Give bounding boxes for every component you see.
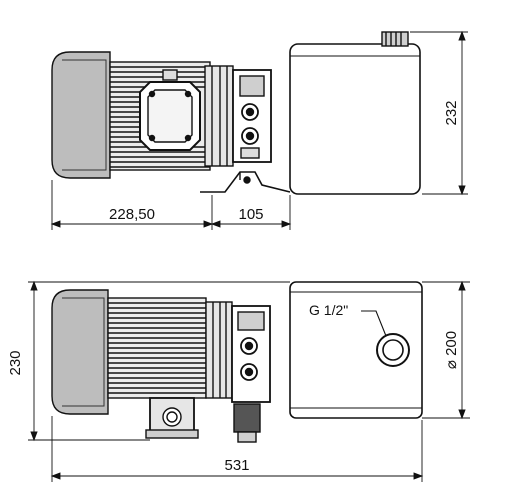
dim-front-height: 230 — [7, 350, 24, 375]
front-view — [51, 281, 423, 443]
top-tank — [289, 31, 421, 195]
port-label: G 1/2" — [309, 302, 348, 318]
top-cable-gland — [162, 69, 178, 81]
dim-mount-length: 105 — [238, 206, 263, 223]
top-motor-endcap — [51, 51, 111, 179]
dim-tank-diameter: ⌀ 200 — [443, 331, 460, 369]
top-valve-block — [232, 69, 272, 163]
front-tank — [289, 281, 423, 419]
front-valve-block — [231, 305, 271, 403]
dim-total-length: 531 — [224, 457, 249, 474]
front-terminal-box — [145, 397, 199, 439]
front-motor-body — [107, 297, 207, 399]
dim-top-height: 232 — [443, 100, 460, 125]
top-flange — [204, 65, 234, 167]
top-mounting-feet — [200, 171, 291, 193]
dim-motor-length: 228,50 — [109, 206, 155, 223]
top-dimensions — [50, 30, 468, 230]
front-dimensions — [28, 280, 470, 482]
top-terminal-box — [139, 81, 201, 151]
front-flange — [205, 301, 233, 399]
front-motor-endcap — [51, 289, 109, 415]
top-view — [51, 31, 421, 195]
port-leader-line — [361, 310, 387, 337]
front-solenoid — [233, 403, 261, 443]
